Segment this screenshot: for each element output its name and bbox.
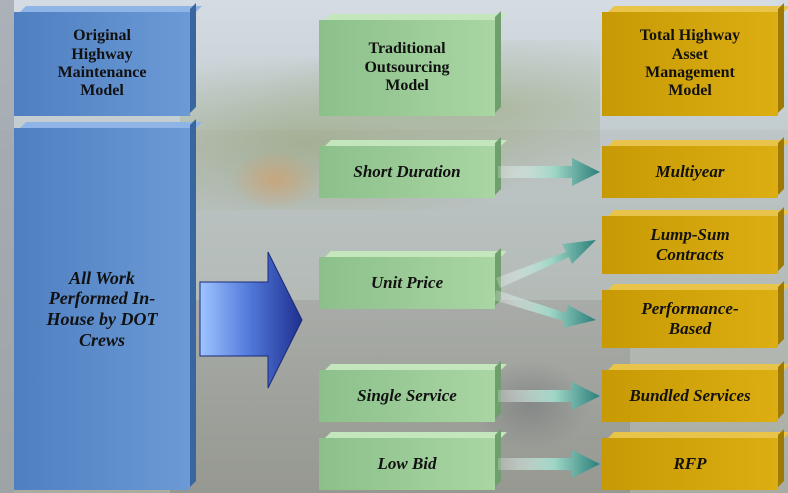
traditional-item-single-service: Single Service [319, 361, 507, 422]
total-item-bundled-services: Bundled Services [602, 361, 788, 422]
traditional-item-short-duration-text: Short Duration [353, 162, 461, 182]
original-model-body-text: All Work Performed In-House by DOT Crews [46, 267, 158, 350]
traditional-item-low-bid: Low Bid [319, 429, 507, 490]
total-item-bundled-services-text: Bundled Services [629, 386, 751, 406]
traditional-item-single-service-text: Single Service [357, 386, 457, 406]
total-item-multiyear: Multiyear [602, 137, 788, 198]
total-model-header-text: Total Highway Asset Management Model [639, 27, 741, 100]
arrow-single-service-to-bundled [498, 382, 600, 410]
total-item-lump-sum-text: Lump-Sum Contracts [650, 225, 730, 264]
arrow-unit-price-to-lump-sum [496, 240, 596, 288]
total-item-rfp: RFP [602, 429, 788, 490]
arrow-short-duration-to-multiyear [498, 158, 600, 186]
total-item-multiyear-text: Multiyear [655, 162, 725, 182]
original-model-header: Original Highway Maintenance Model [14, 3, 202, 116]
traditional-model-header: Traditional Outsourcing Model [319, 11, 507, 116]
arrow-low-bid-to-rfp [498, 450, 600, 478]
total-model-header: Total Highway Asset Management Model [602, 3, 788, 116]
traditional-item-unit-price: Unit Price [319, 248, 507, 309]
total-item-rfp-text: RFP [673, 454, 707, 474]
original-model-header-text: Original Highway Maintenance Model [57, 27, 147, 100]
traditional-model-header-text: Traditional Outsourcing Model [364, 40, 450, 95]
traditional-item-short-duration: Short Duration [319, 137, 507, 198]
traditional-item-low-bid-text: Low Bid [377, 454, 437, 474]
total-item-performance-based-text: Performance-Based [641, 299, 739, 338]
total-item-lump-sum: Lump-Sum Contracts [602, 207, 788, 274]
traditional-item-unit-price-text: Unit Price [370, 273, 444, 293]
background-left-strip [0, 0, 14, 493]
original-model-body: All Work Performed In-House by DOT Crews [14, 119, 202, 490]
big-arrow [199, 251, 303, 389]
total-item-performance-based: Performance-Based [602, 281, 788, 348]
background-photo-worker [230, 150, 320, 210]
arrow-unit-price-to-performance [494, 290, 596, 328]
